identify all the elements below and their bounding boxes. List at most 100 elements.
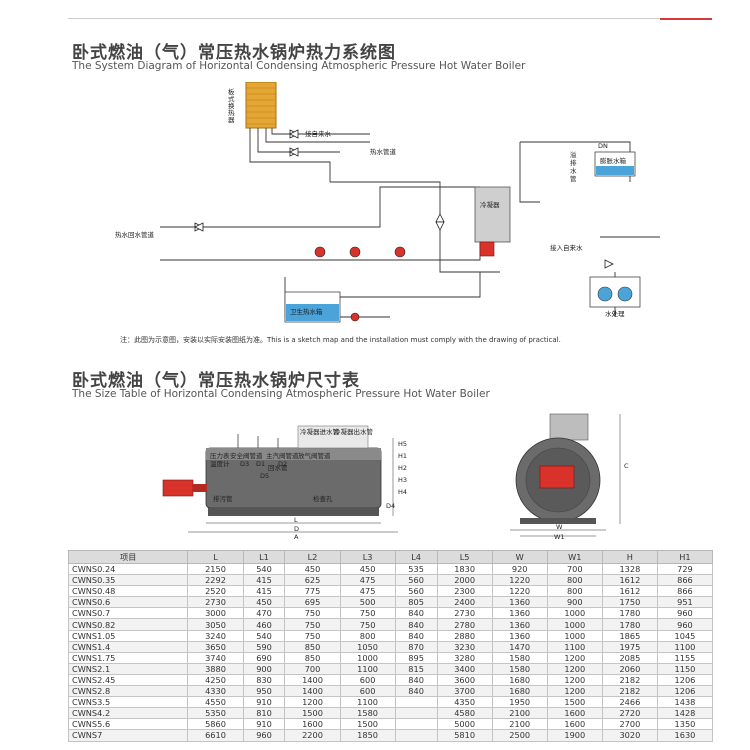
table-cell: 3050 <box>187 618 244 631</box>
table-cell: 540 <box>242 629 286 642</box>
table-cell: 460 <box>242 618 286 631</box>
table-cell: 2292 <box>187 574 244 587</box>
table-cell: 1500 <box>284 707 341 720</box>
heat-exchanger-body <box>245 82 277 129</box>
table-cell <box>394 729 438 742</box>
model-cell: CWNS0.24 <box>67 562 189 576</box>
table-cell: 951 <box>656 596 714 609</box>
model-cell: CWNS1.05 <box>67 629 189 642</box>
table-cell: 750 <box>339 618 396 631</box>
table-cell: 700 <box>546 562 603 576</box>
table-cell: 4350 <box>436 696 493 709</box>
table-cell: 450 <box>242 596 286 609</box>
table-cell: 475 <box>339 585 396 598</box>
table-cell: 1780 <box>601 607 658 620</box>
table-cell: 1975 <box>601 640 658 653</box>
table-cell: 750 <box>339 607 396 620</box>
size-table-title-en: The Size Table of Horizontal Condensing … <box>72 388 490 400</box>
table-cell: 2880 <box>436 629 493 642</box>
table-cell: 2500 <box>491 729 548 742</box>
table-cell: 1830 <box>436 562 493 576</box>
table-cell: 800 <box>339 629 396 642</box>
table-cell: 870 <box>394 640 438 653</box>
pump-icon <box>314 246 326 258</box>
table-cell: 1900 <box>546 729 603 742</box>
table-cell: 2100 <box>491 707 548 720</box>
return-pipe-label: 热水回水管道 <box>115 230 155 239</box>
table-cell: 2100 <box>491 718 548 731</box>
hot-water-pipe-label: 热水管道 <box>370 147 397 156</box>
table-cell: 500 <box>339 596 396 609</box>
model-cell: CWNS0.6 <box>67 596 189 609</box>
burner-icon <box>539 465 575 489</box>
table-cell: 3650 <box>187 640 244 653</box>
mark-h1: H1 <box>398 452 407 460</box>
cold-water-in-label: 接自来水 <box>305 129 332 138</box>
table-cell: 850 <box>284 640 341 653</box>
table-cell: 1045 <box>656 629 714 642</box>
table-cell: 3000 <box>187 607 244 620</box>
burner-neck <box>193 484 207 492</box>
table-cell: 1600 <box>546 718 603 731</box>
boiler-base <box>208 508 379 516</box>
table-cell: 4550 <box>187 696 244 709</box>
diagram-note: 注：此图为示意图，安装以实际安装图纸为准。This is a sketch ma… <box>120 336 561 344</box>
table-cell: 800 <box>546 585 603 598</box>
table-cell: 625 <box>284 574 341 587</box>
table-cell: 2780 <box>436 618 493 631</box>
table-cell: 1000 <box>546 629 603 642</box>
table-cell: 1000 <box>546 607 603 620</box>
model-cell: CWNS3.5 <box>67 696 189 709</box>
table-cell: 600 <box>339 685 396 698</box>
boiler-side-svg: W W1 C <box>510 413 629 540</box>
table-cell: 475 <box>339 574 396 587</box>
table-cell: 1328 <box>601 562 658 576</box>
table-cell: 3020 <box>601 729 658 742</box>
table-cell: 1200 <box>546 685 603 698</box>
treatment-tank-icon <box>597 286 613 302</box>
table-cell: 910 <box>242 718 286 731</box>
safety-valve-label: 安全阀管道 <box>230 451 263 460</box>
mark-w1: W1 <box>554 533 565 540</box>
table-cell: 600 <box>339 673 396 687</box>
table-cell: 450 <box>339 562 396 576</box>
table-cell: 1680 <box>491 685 548 698</box>
table-cell: 750 <box>284 607 341 620</box>
table-cell: 1360 <box>491 618 548 631</box>
table-cell: 1100 <box>546 640 603 653</box>
size-table-header-row: 项目 L L1 L2 L3 L4 L5 W W1 H H1 <box>67 550 714 564</box>
model-cell: CWNS5.6 <box>67 718 189 731</box>
table-cell: 560 <box>394 585 438 598</box>
table-cell: 450 <box>284 562 341 576</box>
table-cell: 840 <box>394 685 438 698</box>
side-condenser <box>549 413 589 441</box>
table-cell: 1580 <box>339 707 396 720</box>
table-cell: 5000 <box>436 718 493 731</box>
table-header: L <box>187 550 244 564</box>
table-cell: 415 <box>242 574 286 587</box>
inspect-label: 检查孔 <box>313 494 333 503</box>
heat-exchanger-fins <box>246 87 276 125</box>
table-cell: 470 <box>242 607 286 620</box>
model-cell: CWNS4.2 <box>67 707 189 720</box>
table-cell: 4250 <box>187 673 244 687</box>
system-diagram: 板式换热器 冷凝器 膨胀水箱 DN <box>100 82 660 344</box>
main-steam-label: 主汽阀管道 <box>266 451 299 460</box>
pump-icon <box>349 246 361 258</box>
table-cell: 3400 <box>436 662 493 675</box>
table-cell: 560 <box>394 574 438 587</box>
valves <box>194 129 614 269</box>
table-cell: 1400 <box>284 673 341 687</box>
table-cell: 2085 <box>601 651 658 664</box>
table-cell: 2466 <box>601 696 658 709</box>
table-cell: 1600 <box>284 718 341 731</box>
table-cell: 1206 <box>656 685 714 698</box>
